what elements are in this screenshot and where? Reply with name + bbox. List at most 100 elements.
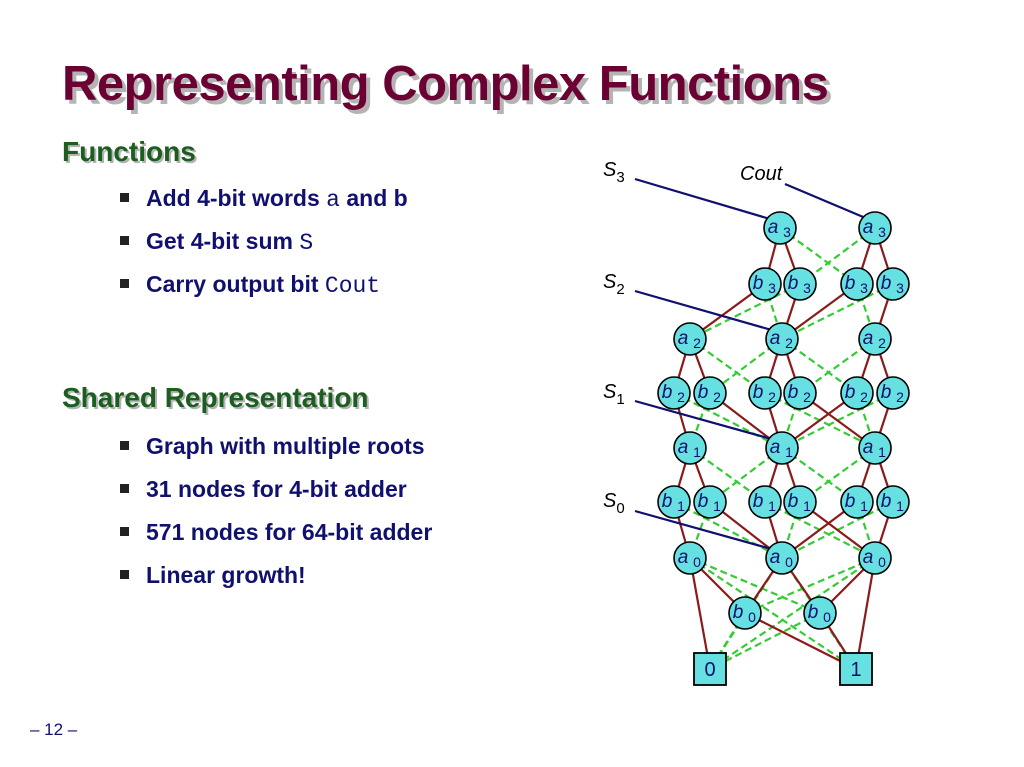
node-subscript: 2 (785, 335, 793, 351)
node-label: b (788, 273, 799, 294)
node-label: a (863, 328, 874, 349)
node-label: a (678, 547, 689, 568)
terminal-1: 1 (839, 652, 873, 686)
bullet-suffix: and b (339, 185, 408, 211)
node-subscript: 0 (748, 609, 756, 625)
node-label: b (845, 382, 856, 403)
lo-edge (744, 556, 876, 615)
hi-edge (688, 557, 712, 670)
node-circle (840, 485, 874, 519)
root-pointer-line (634, 509, 783, 554)
bullet-text: Add 4-bit words (146, 185, 327, 211)
root-label-cout: Cout (740, 163, 784, 185)
node-circle (876, 485, 910, 519)
bullet-square-icon (120, 570, 129, 579)
node-subscript: 0 (693, 554, 701, 570)
lo-edge (673, 501, 783, 559)
node-circle (803, 596, 837, 630)
node-circle (858, 211, 892, 245)
node-circle (673, 431, 707, 465)
terminal-box (693, 652, 727, 686)
node-circle (657, 376, 691, 410)
node-label: b (788, 491, 799, 512)
code-s: S (299, 230, 314, 256)
node-label: b (662, 491, 673, 512)
node-label: b (845, 273, 856, 294)
root-pointer-line (784, 182, 876, 224)
node-circle (765, 322, 799, 356)
node-label: b (881, 273, 892, 294)
lo-edge (673, 392, 783, 449)
node-subscript: 1 (803, 498, 811, 514)
node-label: a (770, 437, 781, 458)
node-circle (876, 267, 910, 301)
lo-edge (709, 557, 876, 670)
code-cout: Cout (324, 273, 381, 299)
node-circle (783, 485, 817, 519)
node-subscript: 1 (878, 444, 886, 460)
bullet-square-icon (120, 279, 129, 288)
lo-edge (689, 557, 857, 670)
root-pointer-line (634, 177, 781, 224)
node-circle (763, 211, 797, 245)
node-circle (765, 431, 799, 465)
bullet-text: Carry output bit (146, 271, 325, 297)
node-circle (748, 267, 782, 301)
terminal-label: 1 (850, 659, 861, 681)
slide-title: Representing Complex Functions (62, 57, 829, 111)
node-label: b (808, 602, 819, 623)
node-label: a (768, 217, 779, 238)
node-circle (748, 485, 782, 519)
node-subscript: 1 (785, 444, 793, 460)
node-subscript: 1 (896, 498, 904, 514)
node-subscript: 2 (803, 389, 811, 405)
node-circle (858, 431, 892, 465)
bullet-square-icon (120, 236, 129, 245)
node-label: b (753, 273, 764, 294)
hi-edge (854, 557, 877, 670)
node-label: a (678, 437, 689, 458)
node-subscript: 1 (693, 444, 701, 460)
node-subscript: 2 (693, 335, 701, 351)
node-subscript: 2 (896, 389, 904, 405)
node-subscript: 3 (860, 280, 868, 296)
node-subscript: 0 (878, 554, 886, 570)
node-circle (657, 485, 691, 519)
node-circle (673, 541, 707, 575)
root-label-s2: S2 (603, 271, 625, 298)
root-pointer-line (634, 399, 783, 444)
root-pointer-line (634, 289, 783, 335)
node-subscript: 2 (768, 389, 776, 405)
functions-heading: Functions (62, 136, 196, 167)
bullet-square-icon (120, 441, 129, 450)
node-subscript: 1 (677, 498, 685, 514)
bullet-square-icon (120, 484, 129, 493)
node-label: a (863, 437, 874, 458)
terminal-0: 0 (693, 652, 727, 686)
node-subscript: 1 (768, 498, 776, 514)
node-label: b (662, 382, 673, 403)
node-subscript: 3 (878, 224, 886, 240)
node-circle (858, 541, 892, 575)
node-label: a (770, 547, 781, 568)
node-label: b (753, 491, 764, 512)
lo-edge (781, 283, 894, 340)
